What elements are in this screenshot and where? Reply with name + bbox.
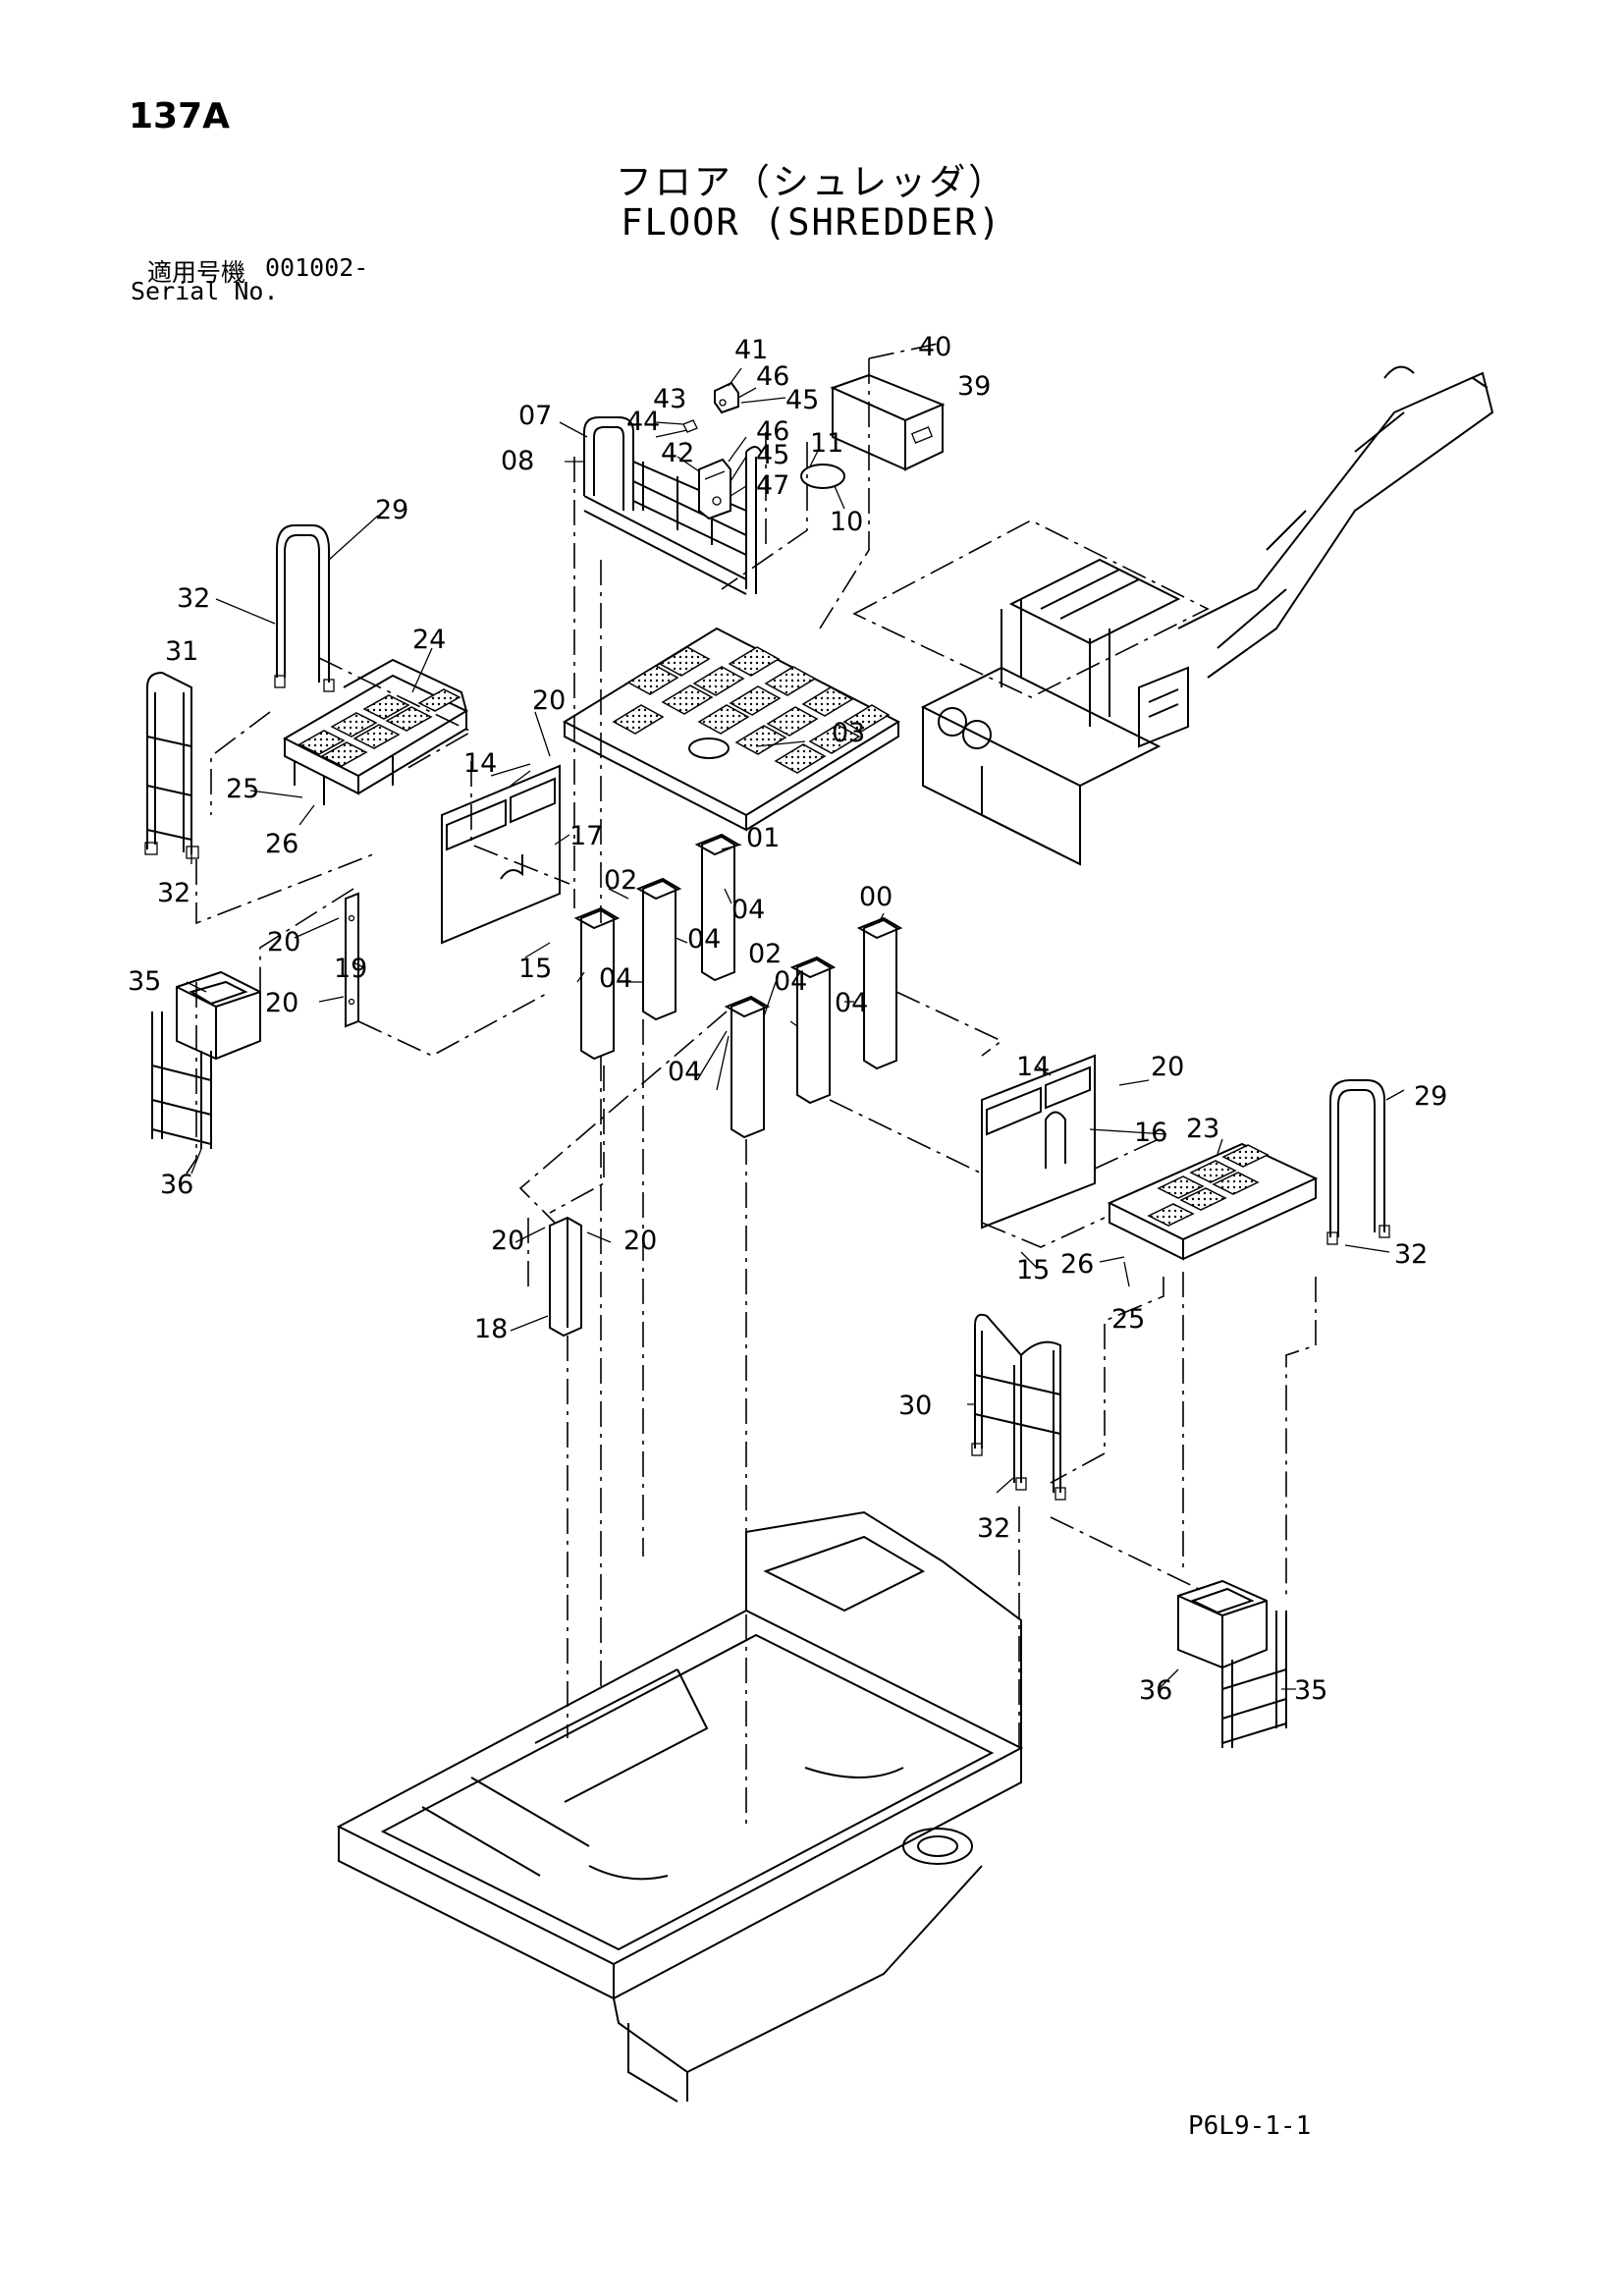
page-number: 137A — [129, 96, 231, 137]
part-23-step-platform — [1107, 1142, 1319, 1261]
part-24-step-platform — [282, 658, 469, 805]
callout-label-23: 23 — [1186, 1114, 1219, 1144]
callout-label-43: 43 — [653, 384, 686, 414]
callout-label-04: 04 — [774, 966, 807, 997]
part-18-column — [549, 1216, 582, 1338]
callout-label-01: 01 — [746, 823, 780, 853]
callout-label-03: 03 — [832, 718, 865, 748]
part-14-15-panel-left — [441, 764, 561, 945]
serial-label-japanese: 適用号機 — [147, 258, 246, 287]
callout-label-45: 45 — [756, 440, 789, 470]
leader-lines — [186, 367, 1405, 1690]
callout-label-32: 32 — [1394, 1239, 1428, 1270]
callout-label-20: 20 — [1151, 1052, 1184, 1082]
part-29-handrail-left — [274, 524, 335, 692]
callout-label-04: 04 — [687, 924, 721, 955]
callout-label-15: 15 — [1016, 1255, 1050, 1285]
callout-label-35: 35 — [1294, 1675, 1327, 1706]
callout-label-32: 32 — [177, 583, 210, 614]
drawing-code: P6L9-1-1 — [1188, 2111, 1312, 2141]
callout-label-32: 32 — [157, 878, 190, 908]
callout-label-30: 30 — [898, 1391, 932, 1421]
callout-label-25: 25 — [1111, 1304, 1145, 1335]
callout-label-32: 32 — [977, 1513, 1010, 1544]
callout-label-19: 19 — [334, 954, 367, 984]
callout-label-14: 14 — [463, 748, 497, 779]
callout-label-45: 45 — [785, 385, 819, 415]
support-posts — [573, 833, 903, 1139]
callout-label-20: 20 — [532, 685, 566, 716]
callout-label-41: 41 — [734, 335, 768, 365]
part-41-lamp — [714, 381, 739, 414]
callout-label-04: 04 — [668, 1057, 701, 1087]
callout-label-16: 16 — [1134, 1118, 1167, 1148]
callout-label-39: 39 — [957, 371, 991, 402]
part-35-step-ladder-left — [151, 970, 261, 1149]
diagram-title-english: FLOOR (SHREDDER) — [621, 201, 1002, 244]
callout-label-29: 29 — [1414, 1081, 1447, 1112]
part-10-disc — [800, 464, 845, 489]
callout-label-26: 26 — [1060, 1249, 1094, 1280]
callout-label-29: 29 — [375, 495, 408, 525]
callout-label-15: 15 — [518, 954, 552, 984]
callout-label-07: 07 — [518, 401, 552, 431]
part-35-step-ladder-right — [1177, 1579, 1287, 1748]
part-42-bracket — [698, 458, 731, 520]
callout-label-04: 04 — [599, 963, 632, 994]
callout-label-36: 36 — [160, 1170, 193, 1200]
part-14-15-16-panel-right — [981, 1054, 1096, 1230]
callout-label-00: 00 — [859, 882, 893, 912]
serial-number-value: 001002- — [265, 253, 369, 282]
callout-label-40: 40 — [918, 332, 951, 362]
callout-label-04: 04 — [835, 988, 868, 1018]
part-29-handrail-right — [1326, 1079, 1390, 1245]
callout-label-42: 42 — [661, 438, 694, 468]
callout-label-35: 35 — [128, 966, 161, 997]
callout-label-20: 20 — [265, 988, 298, 1018]
callout-label-46: 46 — [756, 416, 789, 447]
callout-label-46: 46 — [756, 361, 789, 392]
serial-label-english: Serial No. — [131, 277, 279, 305]
callout-label-44: 44 — [626, 407, 660, 437]
callout-label-10: 10 — [830, 507, 863, 537]
callout-label-25: 25 — [226, 774, 259, 804]
callout-label-08: 08 — [501, 446, 534, 476]
machine-overview-thumbnail — [852, 365, 1494, 866]
callout-label-17: 17 — [569, 821, 603, 851]
callout-label-02: 02 — [748, 939, 782, 969]
callout-label-36: 36 — [1139, 1675, 1172, 1706]
part-39-box — [830, 373, 946, 471]
callout-label-14: 14 — [1016, 1052, 1050, 1082]
part-43-bolt — [682, 419, 698, 433]
callout-label-20: 20 — [623, 1226, 657, 1256]
callout-label-11: 11 — [810, 428, 843, 459]
callout-label-47: 47 — [756, 470, 789, 501]
callout-label-20: 20 — [267, 927, 300, 957]
callout-label-20: 20 — [491, 1226, 524, 1256]
alignment-lines — [186, 343, 1317, 1827]
part-31-ladder-left — [144, 671, 199, 859]
callout-label-18: 18 — [474, 1314, 508, 1344]
part-07-handrail-frame — [583, 416, 762, 595]
machine-base-frame — [336, 1510, 1024, 2103]
part-30-handrail-rear — [971, 1313, 1066, 1501]
callout-label-24: 24 — [412, 625, 446, 655]
part-03-floor-panel — [562, 627, 901, 832]
callout-label-26: 26 — [265, 829, 298, 859]
callout-label-02: 02 — [604, 865, 637, 896]
callout-label-31: 31 — [165, 636, 198, 667]
diagram-title-japanese: フロア（シュレッダ） — [615, 161, 1008, 203]
callout-label-04: 04 — [731, 895, 765, 925]
